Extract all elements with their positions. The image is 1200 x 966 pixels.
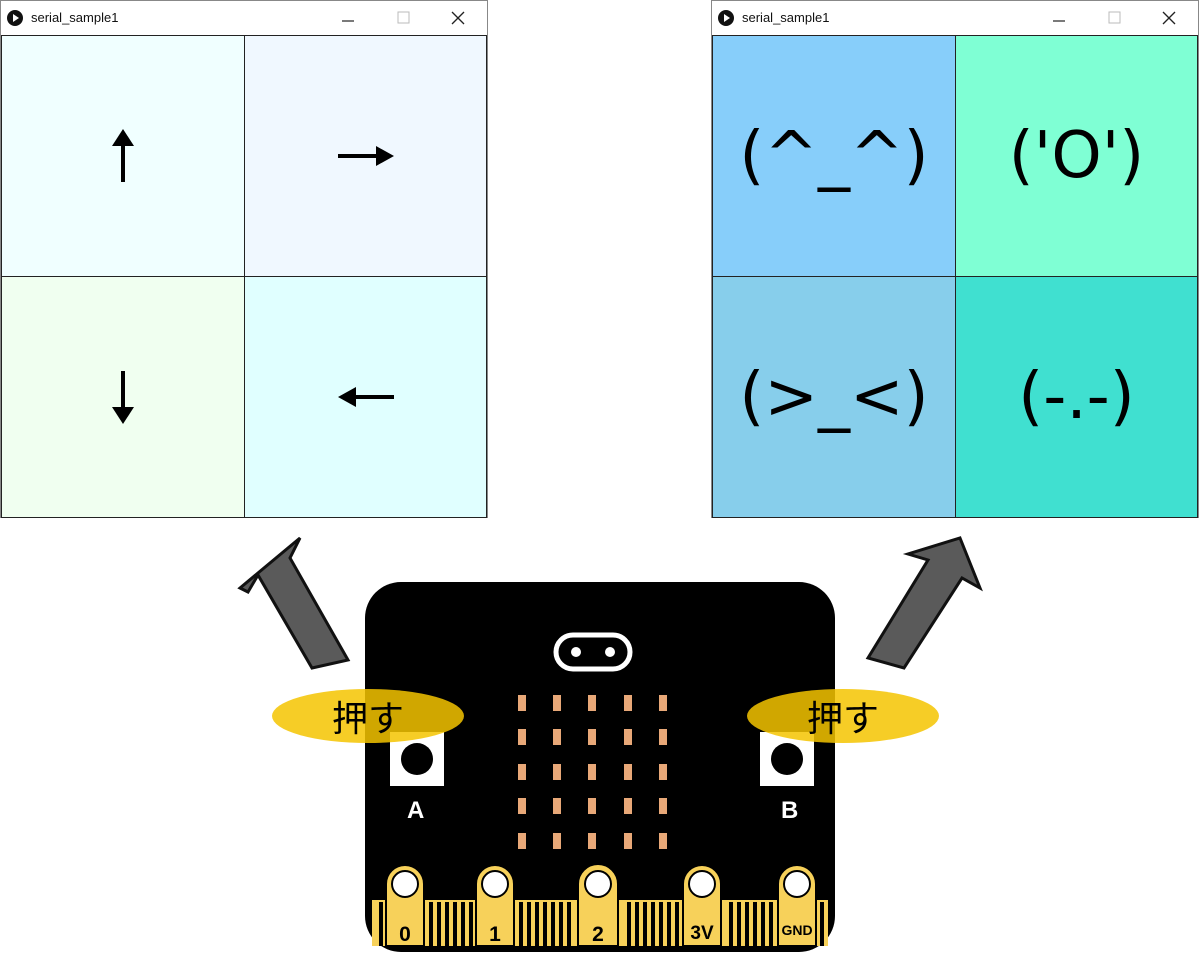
led-0-0 — [518, 695, 526, 711]
led-0-3 — [624, 695, 632, 711]
title-bar: serial_sample1 — [1, 1, 487, 35]
led-1-4 — [659, 729, 667, 745]
led-1-2 — [588, 729, 596, 745]
press-label-b: 押す — [806, 699, 879, 740]
arrow-up-right-icon — [865, 536, 983, 670]
face-text: ('O') — [1008, 119, 1145, 193]
pin-3v-label: 3V — [690, 923, 714, 944]
minimize-button[interactable] — [333, 5, 363, 31]
maximize-button[interactable] — [1100, 5, 1130, 31]
button-b[interactable] — [760, 732, 814, 786]
led-3-2 — [588, 798, 596, 814]
cell-top-left — [1, 35, 245, 277]
led-2-4 — [659, 764, 667, 780]
minimize-button[interactable] — [1044, 5, 1074, 31]
led-0-2 — [588, 695, 596, 711]
led-3-4 — [659, 798, 667, 814]
cell-bottom-left — [1, 276, 245, 518]
led-4-4 — [659, 833, 667, 849]
app-icon — [718, 10, 734, 26]
pin-0-label: 0 — [399, 923, 411, 946]
canvas-grid: (^_^) ('O') (>_<) (-.-) — [712, 35, 1198, 518]
led-1-0 — [518, 729, 526, 745]
led-1-3 — [624, 729, 632, 745]
led-3-0 — [518, 798, 526, 814]
arrow-right-icon — [337, 146, 394, 166]
window-title: serial_sample1 — [742, 10, 830, 25]
logo-icon — [553, 632, 633, 672]
press-label-a: 押す — [331, 699, 404, 740]
face-text: (>_<) — [739, 360, 929, 434]
led-1-1 — [553, 729, 561, 745]
led-matrix — [518, 695, 667, 849]
close-button[interactable] — [1154, 5, 1184, 31]
pin-1-label: 1 — [489, 923, 501, 946]
led-4-3 — [624, 833, 632, 849]
led-2-1 — [553, 764, 561, 780]
led-0-4 — [659, 695, 667, 711]
cell-bottom-right: (-.-) — [955, 276, 1198, 518]
button-b-label: B — [781, 797, 799, 824]
close-button[interactable] — [443, 5, 473, 31]
button-a-label: A — [407, 797, 425, 824]
led-4-1 — [553, 833, 561, 849]
pin-gnd-label: GND — [781, 922, 813, 938]
window-left: serial_sample1 — [0, 0, 488, 518]
led-4-0 — [518, 833, 526, 849]
app-icon — [7, 10, 23, 26]
cell-bottom-left: (>_<) — [712, 276, 956, 518]
title-bar: serial_sample1 — [712, 1, 1198, 35]
maximize-button[interactable] — [389, 5, 419, 31]
window-right: serial_sample1 (^_^) ('O') (>_<) (-.-) — [711, 0, 1199, 518]
cell-top-right: ('O') — [955, 35, 1198, 277]
arrow-left-icon — [337, 387, 394, 407]
arrow-up-icon — [112, 129, 134, 182]
led-3-1 — [553, 798, 561, 814]
led-4-2 — [588, 833, 596, 849]
face-text: (^_^) — [739, 119, 929, 193]
cell-bottom-right — [244, 276, 487, 518]
cell-top-left: (^_^) — [712, 35, 956, 277]
face-text: (-.-) — [1018, 360, 1135, 434]
led-0-1 — [553, 695, 561, 711]
arrow-down-icon — [112, 371, 134, 424]
led-2-0 — [518, 764, 526, 780]
pin-2-label: 2 — [592, 923, 604, 946]
led-2-3 — [624, 764, 632, 780]
window-title: serial_sample1 — [31, 10, 119, 25]
led-3-3 — [624, 798, 632, 814]
arrow-up-left-icon — [237, 536, 351, 670]
canvas-grid — [1, 35, 487, 518]
led-2-2 — [588, 764, 596, 780]
